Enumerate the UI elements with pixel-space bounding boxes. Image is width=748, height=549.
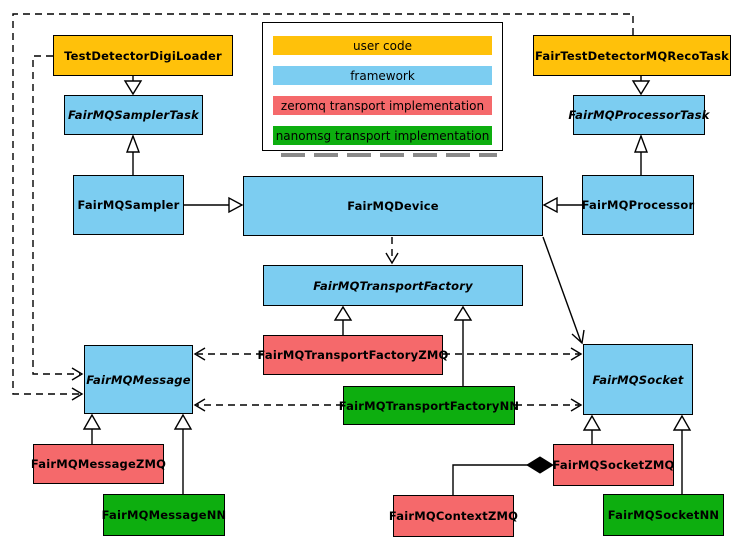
class-box-fairmqtransportfactory: FairMQTransportFactory <box>263 265 523 306</box>
class-box-fairmqcontextzmq: FairMQContextZMQ <box>389 495 518 537</box>
class-box-fairmqprocessor: FairMQProcessor <box>582 175 694 235</box>
edge-recotask-processortask <box>631 76 651 96</box>
edge-factorynn-message <box>193 398 343 412</box>
edge-sampler-device <box>184 196 244 214</box>
edge-messagezmq-message <box>82 413 102 444</box>
edge-processor-device <box>542 196 582 214</box>
edge-factorynn-socket <box>515 398 583 412</box>
class-box-fairmqmessagenn: FairMQMessageNN <box>102 494 226 536</box>
edge-factoryzmq-transportfactory <box>333 305 353 335</box>
edge-sampler-samplertask <box>125 134 141 175</box>
class-box-fairmqtransportfactoryzmq: FairMQTransportFactoryZMQ <box>258 335 448 375</box>
class-box-fairmqsocketnn: FairMQSocketNN <box>603 494 724 536</box>
class-box-fairmqsampler: FairMQSampler <box>73 175 184 235</box>
edge-digiloader-samplertask <box>123 76 143 96</box>
class-box-testdetectordigiloader: TestDetectorDigiLoader <box>53 35 233 76</box>
edge-device-transportfactory <box>385 237 399 265</box>
legend: user code framework zeromq transport imp… <box>262 22 503 151</box>
class-box-fairmqmessagezmq: FairMQMessageZMQ <box>31 444 166 484</box>
edge-processor-processortask <box>633 134 649 175</box>
edge-factoryzmq-message <box>193 347 263 361</box>
class-box-fairmqprocessortask: FairMQProcessorTask <box>568 95 709 135</box>
edge-factorynn-transportfactory <box>453 305 473 386</box>
legend-swatch-user-code: user code <box>273 36 492 55</box>
class-box-fairmqsocket: FairMQSocket <box>583 344 693 415</box>
class-box-fairmqsocketzmq: FairMQSocketZMQ <box>553 444 674 486</box>
edge-device-socket <box>542 236 585 345</box>
edge-factoryzmq-socket <box>443 347 583 361</box>
class-box-fairmqdevice: FairMQDevice <box>243 176 543 236</box>
legend-swatch-zeromq: zeromq transport implementation <box>273 96 492 115</box>
legend-swatch-nanomsg: nanomsg transport implementation <box>273 126 492 145</box>
class-box-fairmqsamplertask: FairMQSamplerTask <box>64 95 203 135</box>
class-box-fairmqmessage: FairMQMessage <box>84 345 193 414</box>
legend-swatch-framework: framework <box>273 66 492 85</box>
edge-socketnn-socket <box>672 414 692 494</box>
edge-socketzmq-socket <box>582 414 602 444</box>
class-box-fairmqtransportfactorynn: FairMQTransportFactoryNN <box>339 386 519 425</box>
class-box-fairtestdetectormqrecotask: FairTestDetectorMQRecoTask <box>533 35 731 76</box>
edge-socketzmq-contextzmq <box>452 456 554 495</box>
edge-messagenn-message <box>173 413 193 494</box>
